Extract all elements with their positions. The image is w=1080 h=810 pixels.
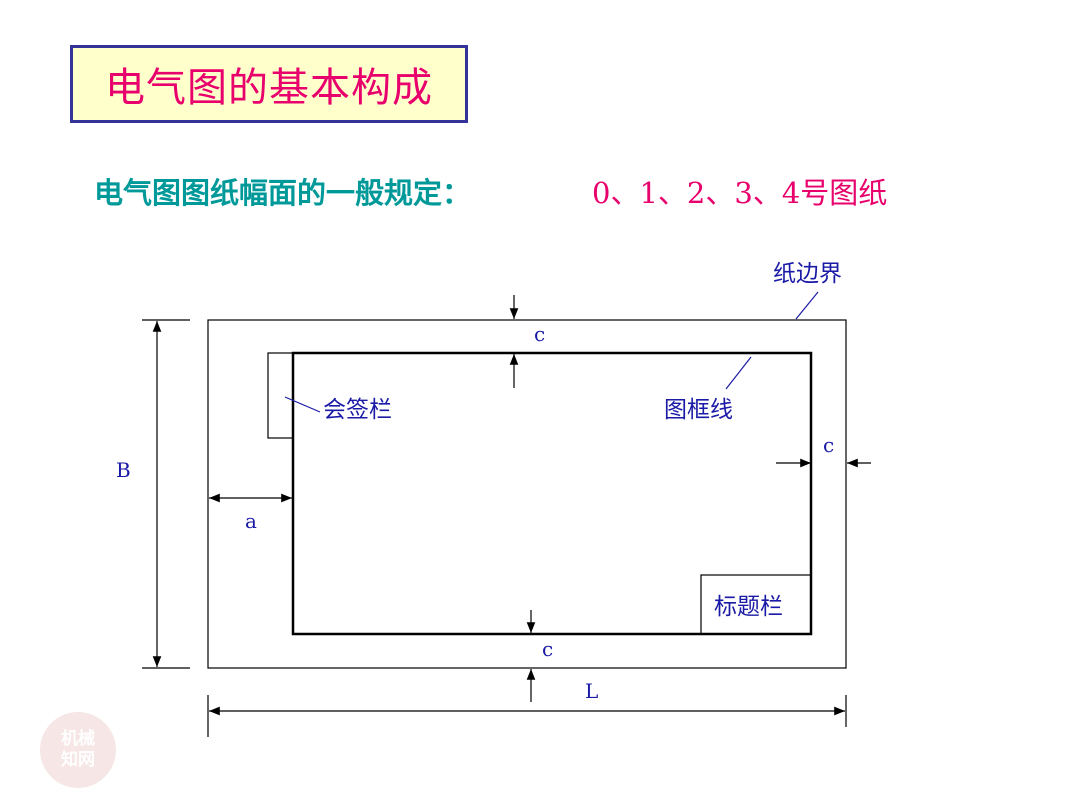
dim-label-a: a (245, 509, 257, 533)
frame-line-label: 图框线 (664, 397, 733, 423)
sign-column-box (267, 352, 294, 439)
dim-label-c-bottom: c (542, 637, 553, 661)
watermark-logo: 机械 知网 (40, 712, 116, 788)
watermark-line-2: 知网 (61, 750, 95, 770)
frame-line-leader (725, 356, 752, 390)
dim-label-L: L (585, 679, 598, 703)
paper-border-leader (795, 291, 819, 320)
page-title: 电气图的基本构成 (105, 65, 433, 111)
watermark-line-1: 机械 (61, 729, 95, 749)
sign-column-label: 会签栏 (323, 397, 392, 423)
dim-label-c-top: c (534, 322, 545, 346)
dim-label-c-right: c (823, 433, 834, 457)
title-box: 电气图的基本构成 (70, 45, 468, 123)
paper-border (207, 319, 847, 669)
subtitle-value: 0、1、2、3、4号图纸 (592, 176, 888, 210)
paper-border-label: 纸边界 (773, 261, 842, 287)
dim-label-B: B (116, 458, 131, 482)
title-block-box (700, 574, 812, 635)
title-block-label: 标题栏 (714, 594, 783, 620)
subtitle-label: 电气图图纸幅面的一般规定： (94, 176, 472, 210)
sign-column-leader (284, 396, 321, 413)
drawing-frame (291, 351, 813, 636)
